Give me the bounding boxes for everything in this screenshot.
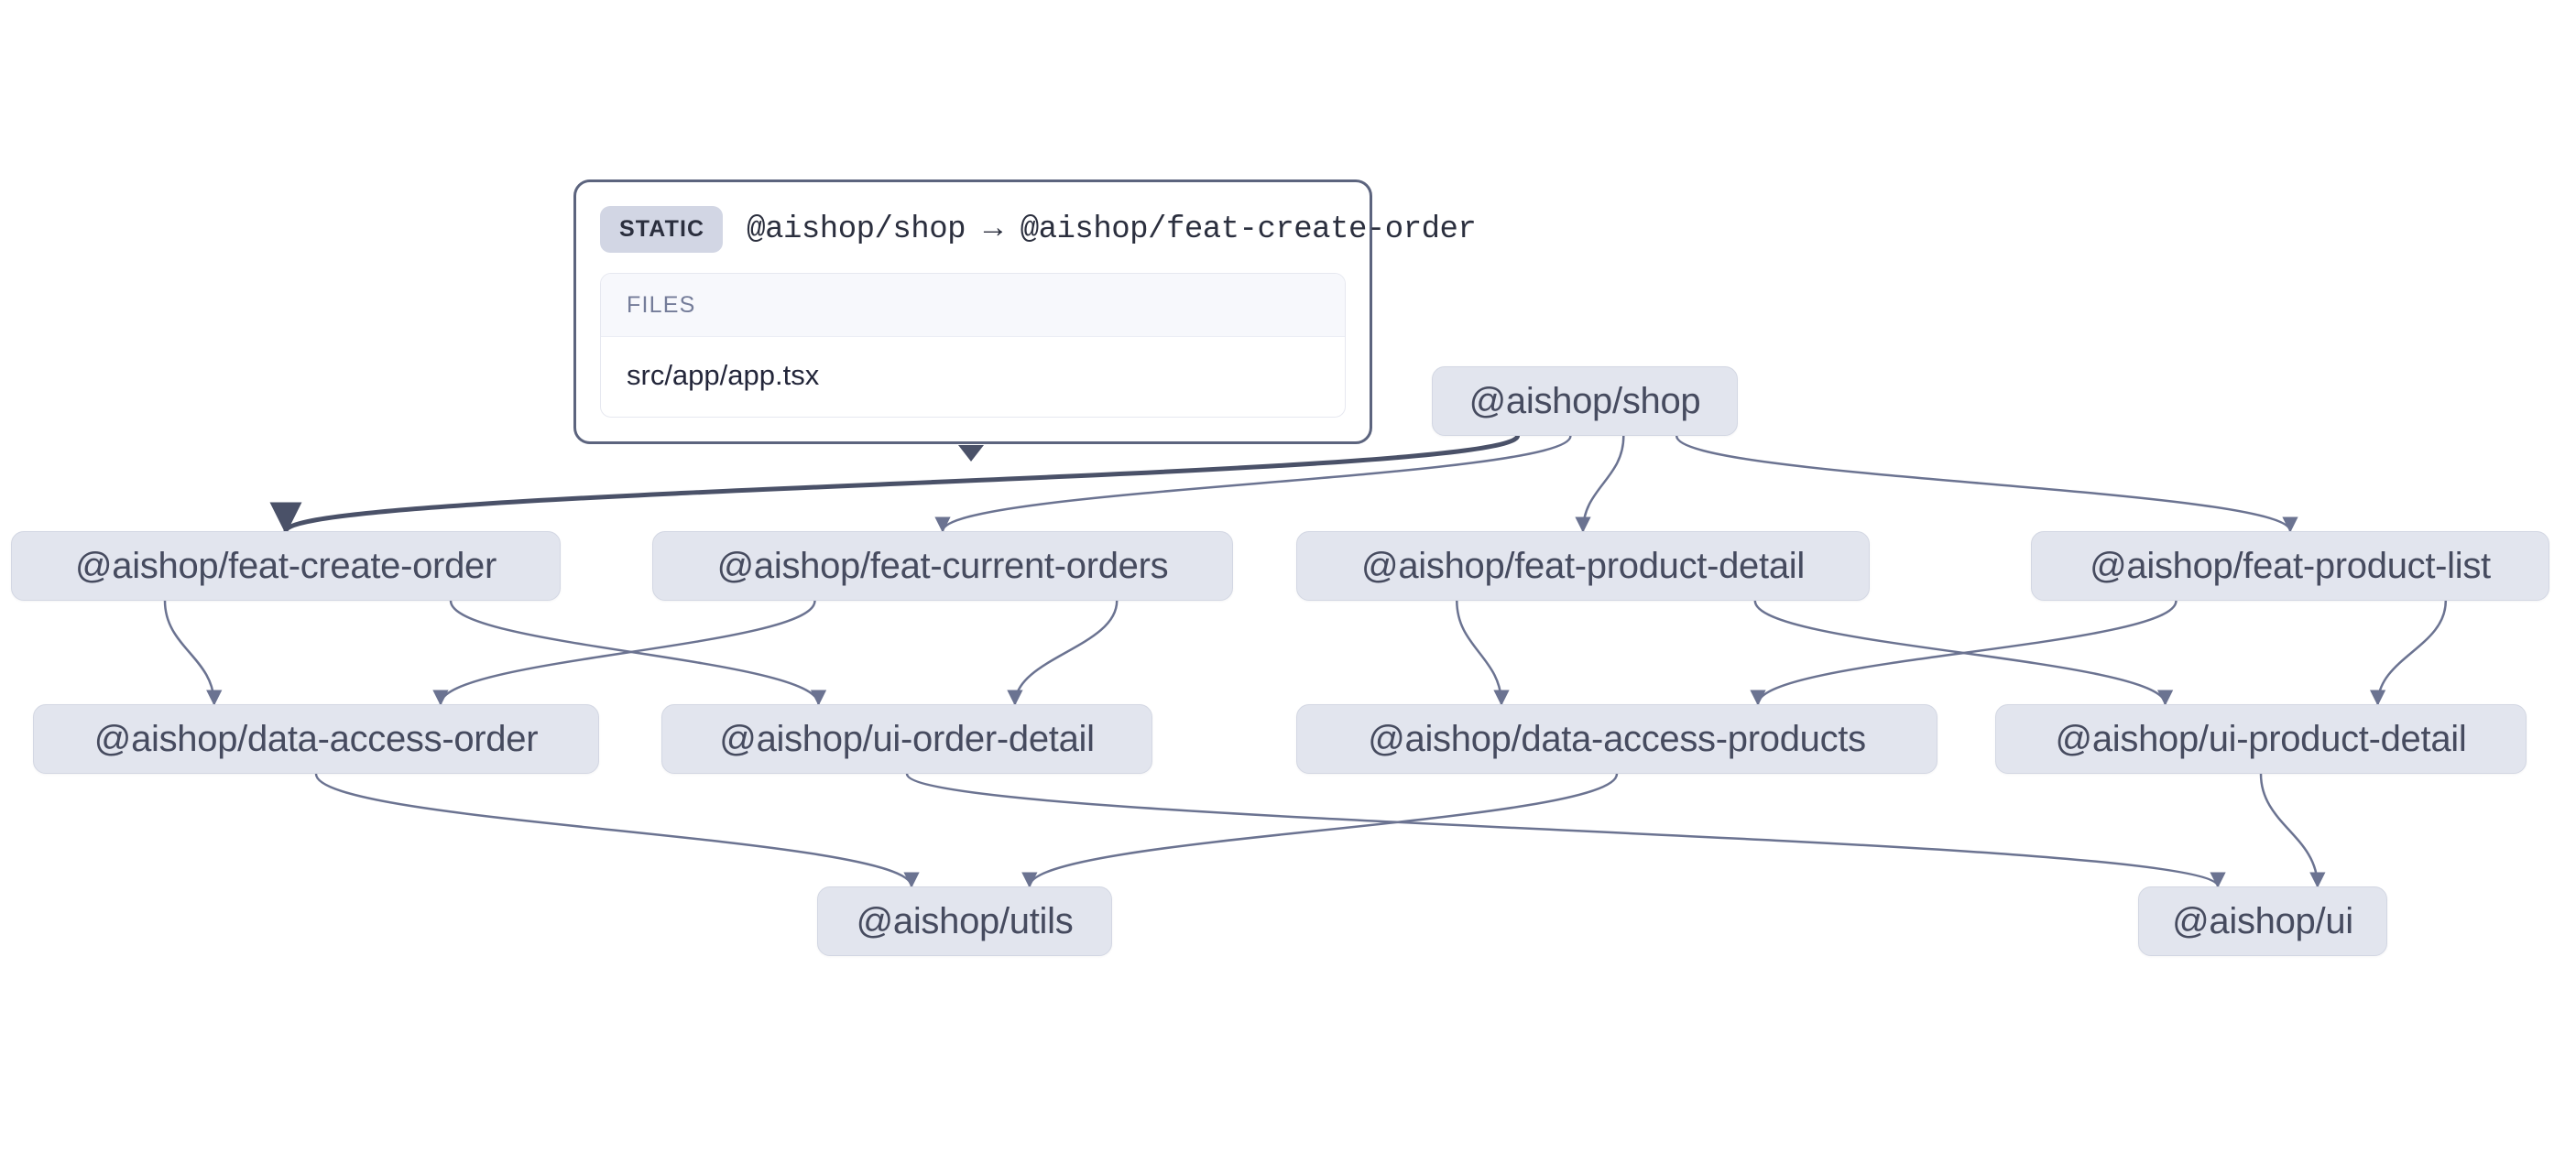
- files-panel-header: FILES: [601, 274, 1345, 337]
- status-badge: STATIC: [600, 206, 724, 253]
- graph-node-label: @aishop/feat-current-orders: [716, 545, 1169, 586]
- graph-node-utils[interactable]: @aishop/utils: [817, 886, 1112, 956]
- graph-edge-data-access-products-to-utils[interactable]: [1021, 773, 1619, 888]
- dependency-detail-card[interactable]: STATIC @aishop/shop → @aishop/feat-creat…: [573, 179, 1477, 444]
- graph-edge-shop-to-feat-product-list[interactable]: [1675, 435, 2298, 533]
- file-row[interactable]: src/app/app.tsx: [627, 359, 820, 391]
- graph-node-data-access-order[interactable]: @aishop/data-access-order: [33, 704, 599, 774]
- graph-node-label: @aishop/ui-order-detail: [719, 718, 1095, 759]
- graph-edge-ui-order-detail-to-ui[interactable]: [905, 773, 2226, 888]
- graph-node-data-access-products[interactable]: @aishop/data-access-products: [1296, 704, 1937, 774]
- graph-node-feat-current-orders[interactable]: @aishop/feat-current-orders: [652, 531, 1233, 601]
- graph-edge-shop-to-feat-create-order[interactable]: [270, 434, 1521, 535]
- detail-card-title: @aishop/shop → @aishop/feat-create-order: [747, 212, 1477, 247]
- graph-node-label: @aishop/feat-product-detail: [1361, 545, 1805, 586]
- graph-node-label: @aishop/feat-product-list: [2090, 545, 2491, 586]
- graph-node-label: @aishop/ui: [2172, 900, 2353, 941]
- files-list: src/app/app.tsx: [601, 337, 1345, 417]
- graph-edge-feat-product-list-to-ui-product-detail[interactable]: [2369, 600, 2448, 706]
- graph-edge-feat-product-list-to-data-access-products[interactable]: [1750, 600, 2178, 706]
- graph-edge-feat-product-detail-to-ui-product-detail[interactable]: [1753, 600, 2174, 706]
- graph-node-label: @aishop/feat-create-order: [74, 545, 497, 586]
- graph-node-ui-order-detail[interactable]: @aishop/ui-order-detail: [661, 704, 1152, 774]
- graph-edge-shop-to-feat-product-detail[interactable]: [1575, 435, 1625, 533]
- graph-node-ui-product-detail[interactable]: @aishop/ui-product-detail: [1995, 704, 2527, 774]
- graph-edge-shop-to-feat-current-orders[interactable]: [934, 435, 1572, 533]
- graph-node-feat-create-order[interactable]: @aishop/feat-create-order: [11, 531, 561, 601]
- graph-edge-data-access-order-to-utils[interactable]: [314, 773, 920, 888]
- graph-edge-ui-product-detail-to-ui[interactable]: [2259, 773, 2326, 888]
- files-panel: FILES src/app/app.tsx: [600, 273, 1346, 418]
- graph-edge-feat-current-orders-to-data-access-order[interactable]: [432, 600, 816, 706]
- graph-edge-feat-create-order-to-data-access-order[interactable]: [163, 600, 223, 706]
- graph-node-label: @aishop/data-access-products: [1368, 718, 1866, 759]
- detail-card-pointer-icon: [958, 445, 984, 462]
- graph-node-label: @aishop/utils: [856, 900, 1074, 941]
- graph-node-label: @aishop/data-access-order: [93, 718, 539, 759]
- graph-node-label: @aishop/ui-product-detail: [2055, 718, 2467, 759]
- graph-edge-feat-current-orders-to-ui-order-detail[interactable]: [1007, 600, 1119, 706]
- graph-node-label: @aishop/shop: [1468, 380, 1701, 421]
- graph-node-feat-product-list[interactable]: @aishop/feat-product-list: [2031, 531, 2549, 601]
- graph-node-feat-product-detail[interactable]: @aishop/feat-product-detail: [1296, 531, 1870, 601]
- graph-node-ui[interactable]: @aishop/ui: [2138, 886, 2387, 956]
- graph-edge-feat-create-order-to-ui-order-detail[interactable]: [449, 600, 827, 706]
- detail-card-header: STATIC @aishop/shop → @aishop/feat-creat…: [600, 202, 1477, 273]
- graph-node-shop[interactable]: @aishop/shop: [1432, 366, 1738, 436]
- graph-edge-feat-product-detail-to-data-access-products[interactable]: [1456, 600, 1510, 706]
